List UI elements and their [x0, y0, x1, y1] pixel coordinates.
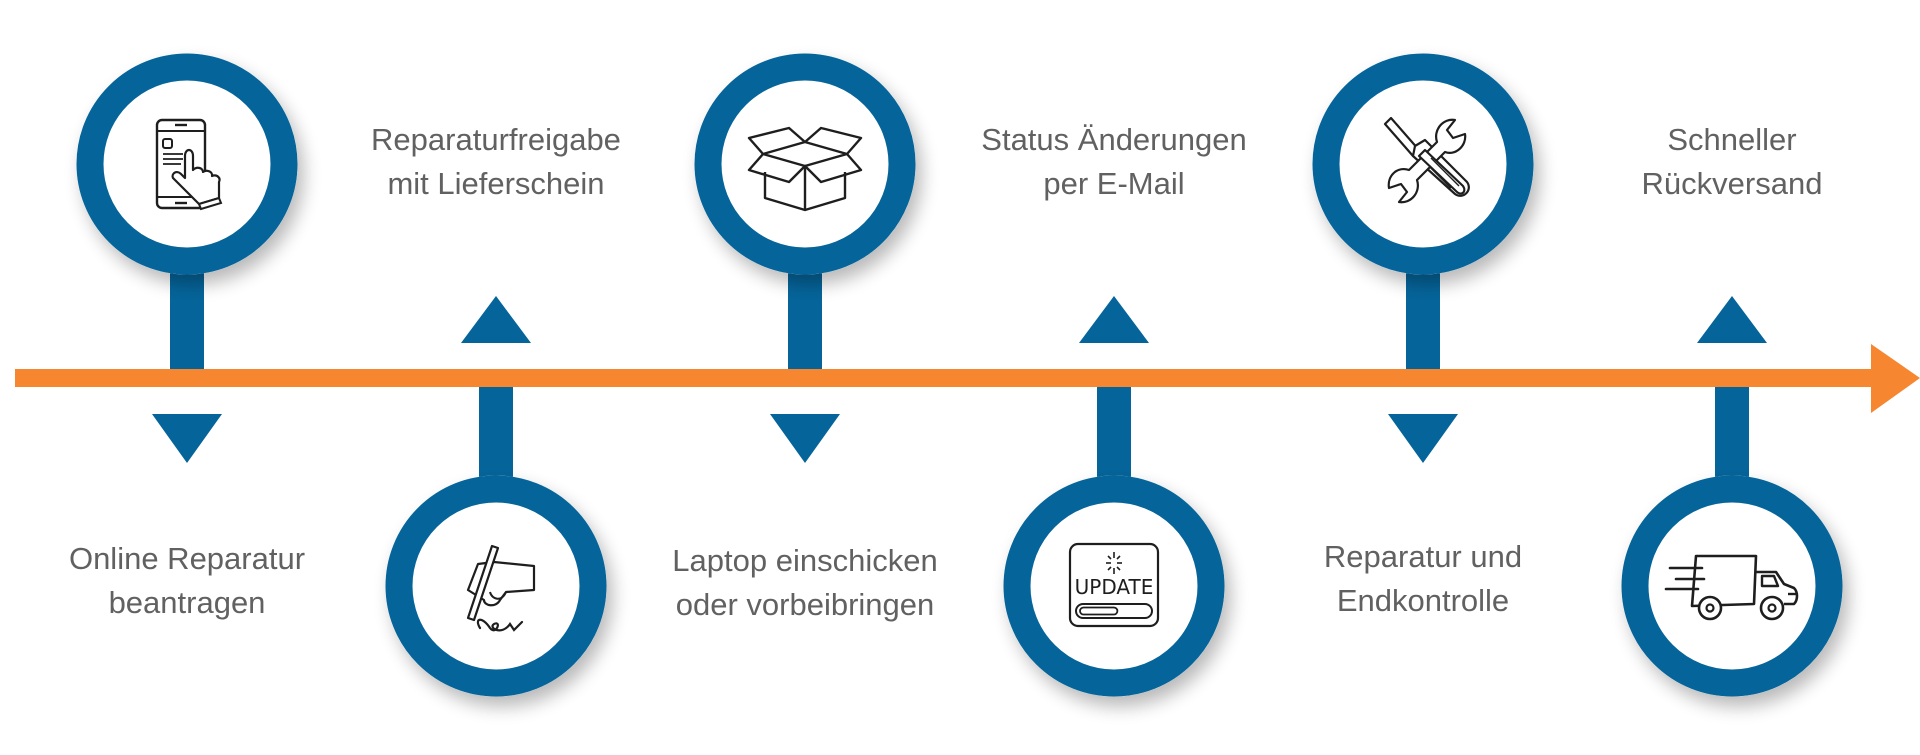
delivery-truck-icon — [1664, 554, 1799, 621]
step-4-line-2: per E-Mail — [1043, 166, 1185, 201]
step-3-line-2: oder vorbeibringen — [675, 587, 935, 622]
step-6-line-2: Rückversand — [1641, 166, 1823, 201]
step-3-line-1: Laptop einschicken — [672, 543, 938, 578]
step-2-circle — [385, 475, 607, 697]
step-2-node — [385, 475, 607, 697]
update-label: UPDATE — [1075, 575, 1154, 599]
step-3-node — [694, 53, 916, 275]
step-4-label: Status Änderungen per E-Mail — [934, 118, 1294, 206]
step-4-node: UPDATE — [1003, 475, 1225, 697]
step-6-circle — [1621, 475, 1843, 697]
timeline-arrow — [15, 344, 1920, 413]
step-5-label: Reparatur und Endkontrolle — [1243, 535, 1603, 623]
triangle-down-icon — [1388, 414, 1458, 463]
step-1-line-1: Online Reparatur — [68, 541, 306, 576]
update-progress-fill — [1079, 606, 1119, 616]
step-1-line-2: beantragen — [108, 585, 266, 620]
step-4-line-1: Status Änderungen — [981, 122, 1247, 157]
step-5-node — [1312, 53, 1534, 275]
triangle-up-icon — [1079, 296, 1149, 343]
step-2-line-1: Reparaturfreigabe — [371, 122, 621, 157]
triangle-up-icon — [1697, 296, 1767, 343]
step-6-line-1: Schneller — [1667, 122, 1797, 157]
tools-wrench-screwdriver-icon — [1383, 116, 1470, 204]
step-4-circle — [1003, 475, 1225, 697]
step-6-label: Schneller Rückversand — [1552, 118, 1912, 206]
step-2-label: Reparaturfreigabe mit Lieferschein — [316, 118, 676, 206]
step-5-line-1: Reparatur und — [1323, 539, 1523, 574]
timeline-bar — [15, 369, 1873, 387]
smartphone-touch-icon — [155, 118, 223, 211]
step-3-label: Laptop einschicken oder vorbeibringen — [625, 539, 985, 627]
step-3-circle — [694, 53, 916, 275]
step-5-line-2: Endkontrolle — [1336, 583, 1510, 618]
step-1-node — [76, 53, 298, 275]
step-6-node — [1621, 475, 1843, 697]
triangle-down-icon — [770, 414, 840, 463]
triangle-up-icon — [461, 296, 531, 343]
update-screen-icon: UPDATE — [1068, 542, 1160, 628]
step-2-line-2: mit Lieferschein — [387, 166, 605, 201]
open-box-icon — [747, 126, 863, 212]
triangle-down-icon — [152, 414, 222, 463]
step-1-label: Online Reparatur beantragen — [7, 537, 367, 625]
arrow-right-icon — [1871, 344, 1920, 413]
signature-hand-icon — [466, 544, 536, 632]
